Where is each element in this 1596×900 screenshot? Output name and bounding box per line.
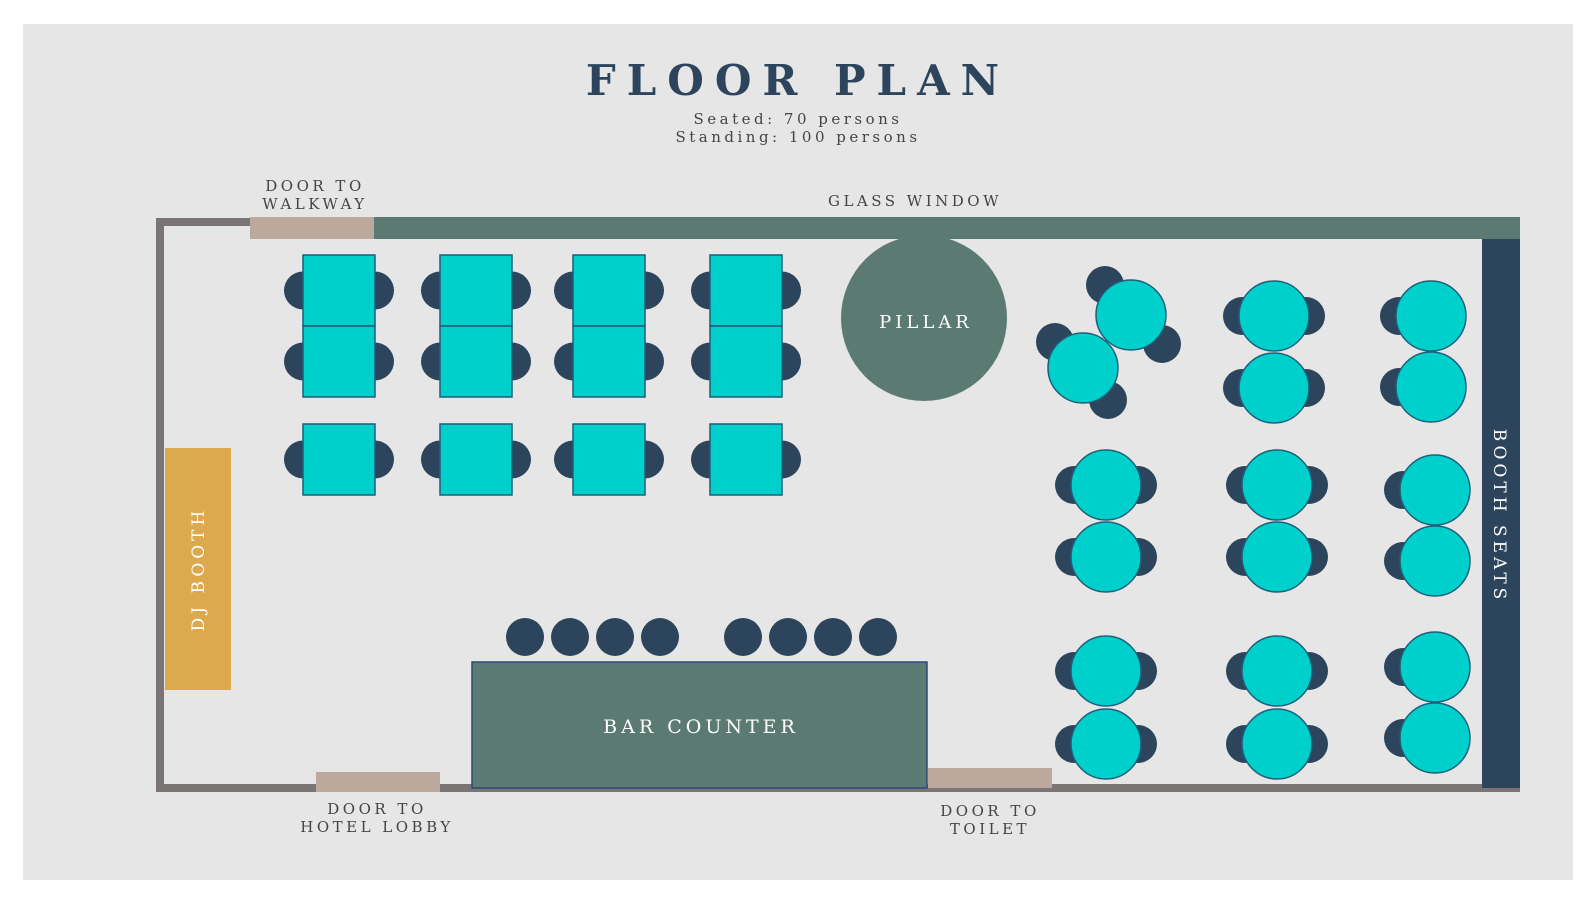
pillar <box>841 235 1007 401</box>
door-lobby-label-line2: HOTEL LOBBY <box>300 818 454 836</box>
bar-stool <box>859 618 897 656</box>
round-tables <box>1036 266 1471 780</box>
standing-capacity: Standing: 100 persons <box>675 128 920 146</box>
bar-stool <box>814 618 852 656</box>
door-to-hotel-lobby <box>316 772 440 792</box>
square-table <box>572 325 646 398</box>
bar-stool <box>506 618 544 656</box>
door-to-toilet <box>928 768 1052 788</box>
dj-booth <box>165 448 231 690</box>
round-table <box>1399 525 1471 597</box>
round-table <box>1399 454 1471 526</box>
bar-counter <box>471 661 928 789</box>
seated-capacity: Seated: 70 persons <box>693 110 902 128</box>
dj-booth-label: DJ BOOTH <box>189 507 209 632</box>
square-table <box>709 325 783 398</box>
square-tables <box>284 254 801 496</box>
door-walkway-label-line1: DOOR TO <box>265 177 365 195</box>
round-table <box>1238 280 1310 352</box>
bar-stools <box>506 618 897 656</box>
door-toilet-label-line1: DOOR TO <box>940 802 1040 820</box>
bar-stool <box>551 618 589 656</box>
round-table <box>1070 449 1142 521</box>
booth-seats <box>1482 239 1520 788</box>
bar-counter-label: BAR COUNTER <box>603 716 799 738</box>
square-table <box>572 254 646 327</box>
round-table <box>1070 521 1142 593</box>
door-toilet-label-line2: TOILET <box>950 820 1030 838</box>
round-table <box>1395 351 1467 423</box>
round-table <box>1047 332 1119 404</box>
round-table <box>1095 279 1167 351</box>
round-table <box>1399 702 1471 774</box>
square-table <box>439 325 513 398</box>
square-table <box>709 423 783 496</box>
round-table <box>1070 708 1142 780</box>
square-table <box>302 254 376 327</box>
bar-stool <box>641 618 679 656</box>
bar-stool <box>724 618 762 656</box>
glass-window-label: GLASS WINDOW <box>828 192 1002 210</box>
booth-seats-label: BOOTH SEATS <box>1489 429 1509 604</box>
pillar-label: PILLAR <box>879 312 973 333</box>
door-walkway-label-line2: WALKWAY <box>262 195 367 213</box>
square-table <box>709 254 783 327</box>
glass-window <box>374 217 1520 239</box>
square-table <box>302 423 376 496</box>
square-table <box>572 423 646 496</box>
round-table <box>1241 635 1313 707</box>
square-table <box>439 254 513 327</box>
square-table <box>302 325 376 398</box>
bar-stool <box>596 618 634 656</box>
round-table <box>1241 449 1313 521</box>
bar-stool <box>769 618 807 656</box>
round-table <box>1395 280 1467 352</box>
square-table <box>439 423 513 496</box>
round-table <box>1070 635 1142 707</box>
door-to-walkway <box>250 217 374 239</box>
door-lobby-label-line1: DOOR TO <box>327 800 427 818</box>
round-table <box>1241 521 1313 593</box>
round-table <box>1399 631 1471 703</box>
round-table <box>1241 708 1313 780</box>
round-table <box>1238 352 1310 424</box>
floor-plan-title: FLOOR PLAN <box>586 56 1010 105</box>
